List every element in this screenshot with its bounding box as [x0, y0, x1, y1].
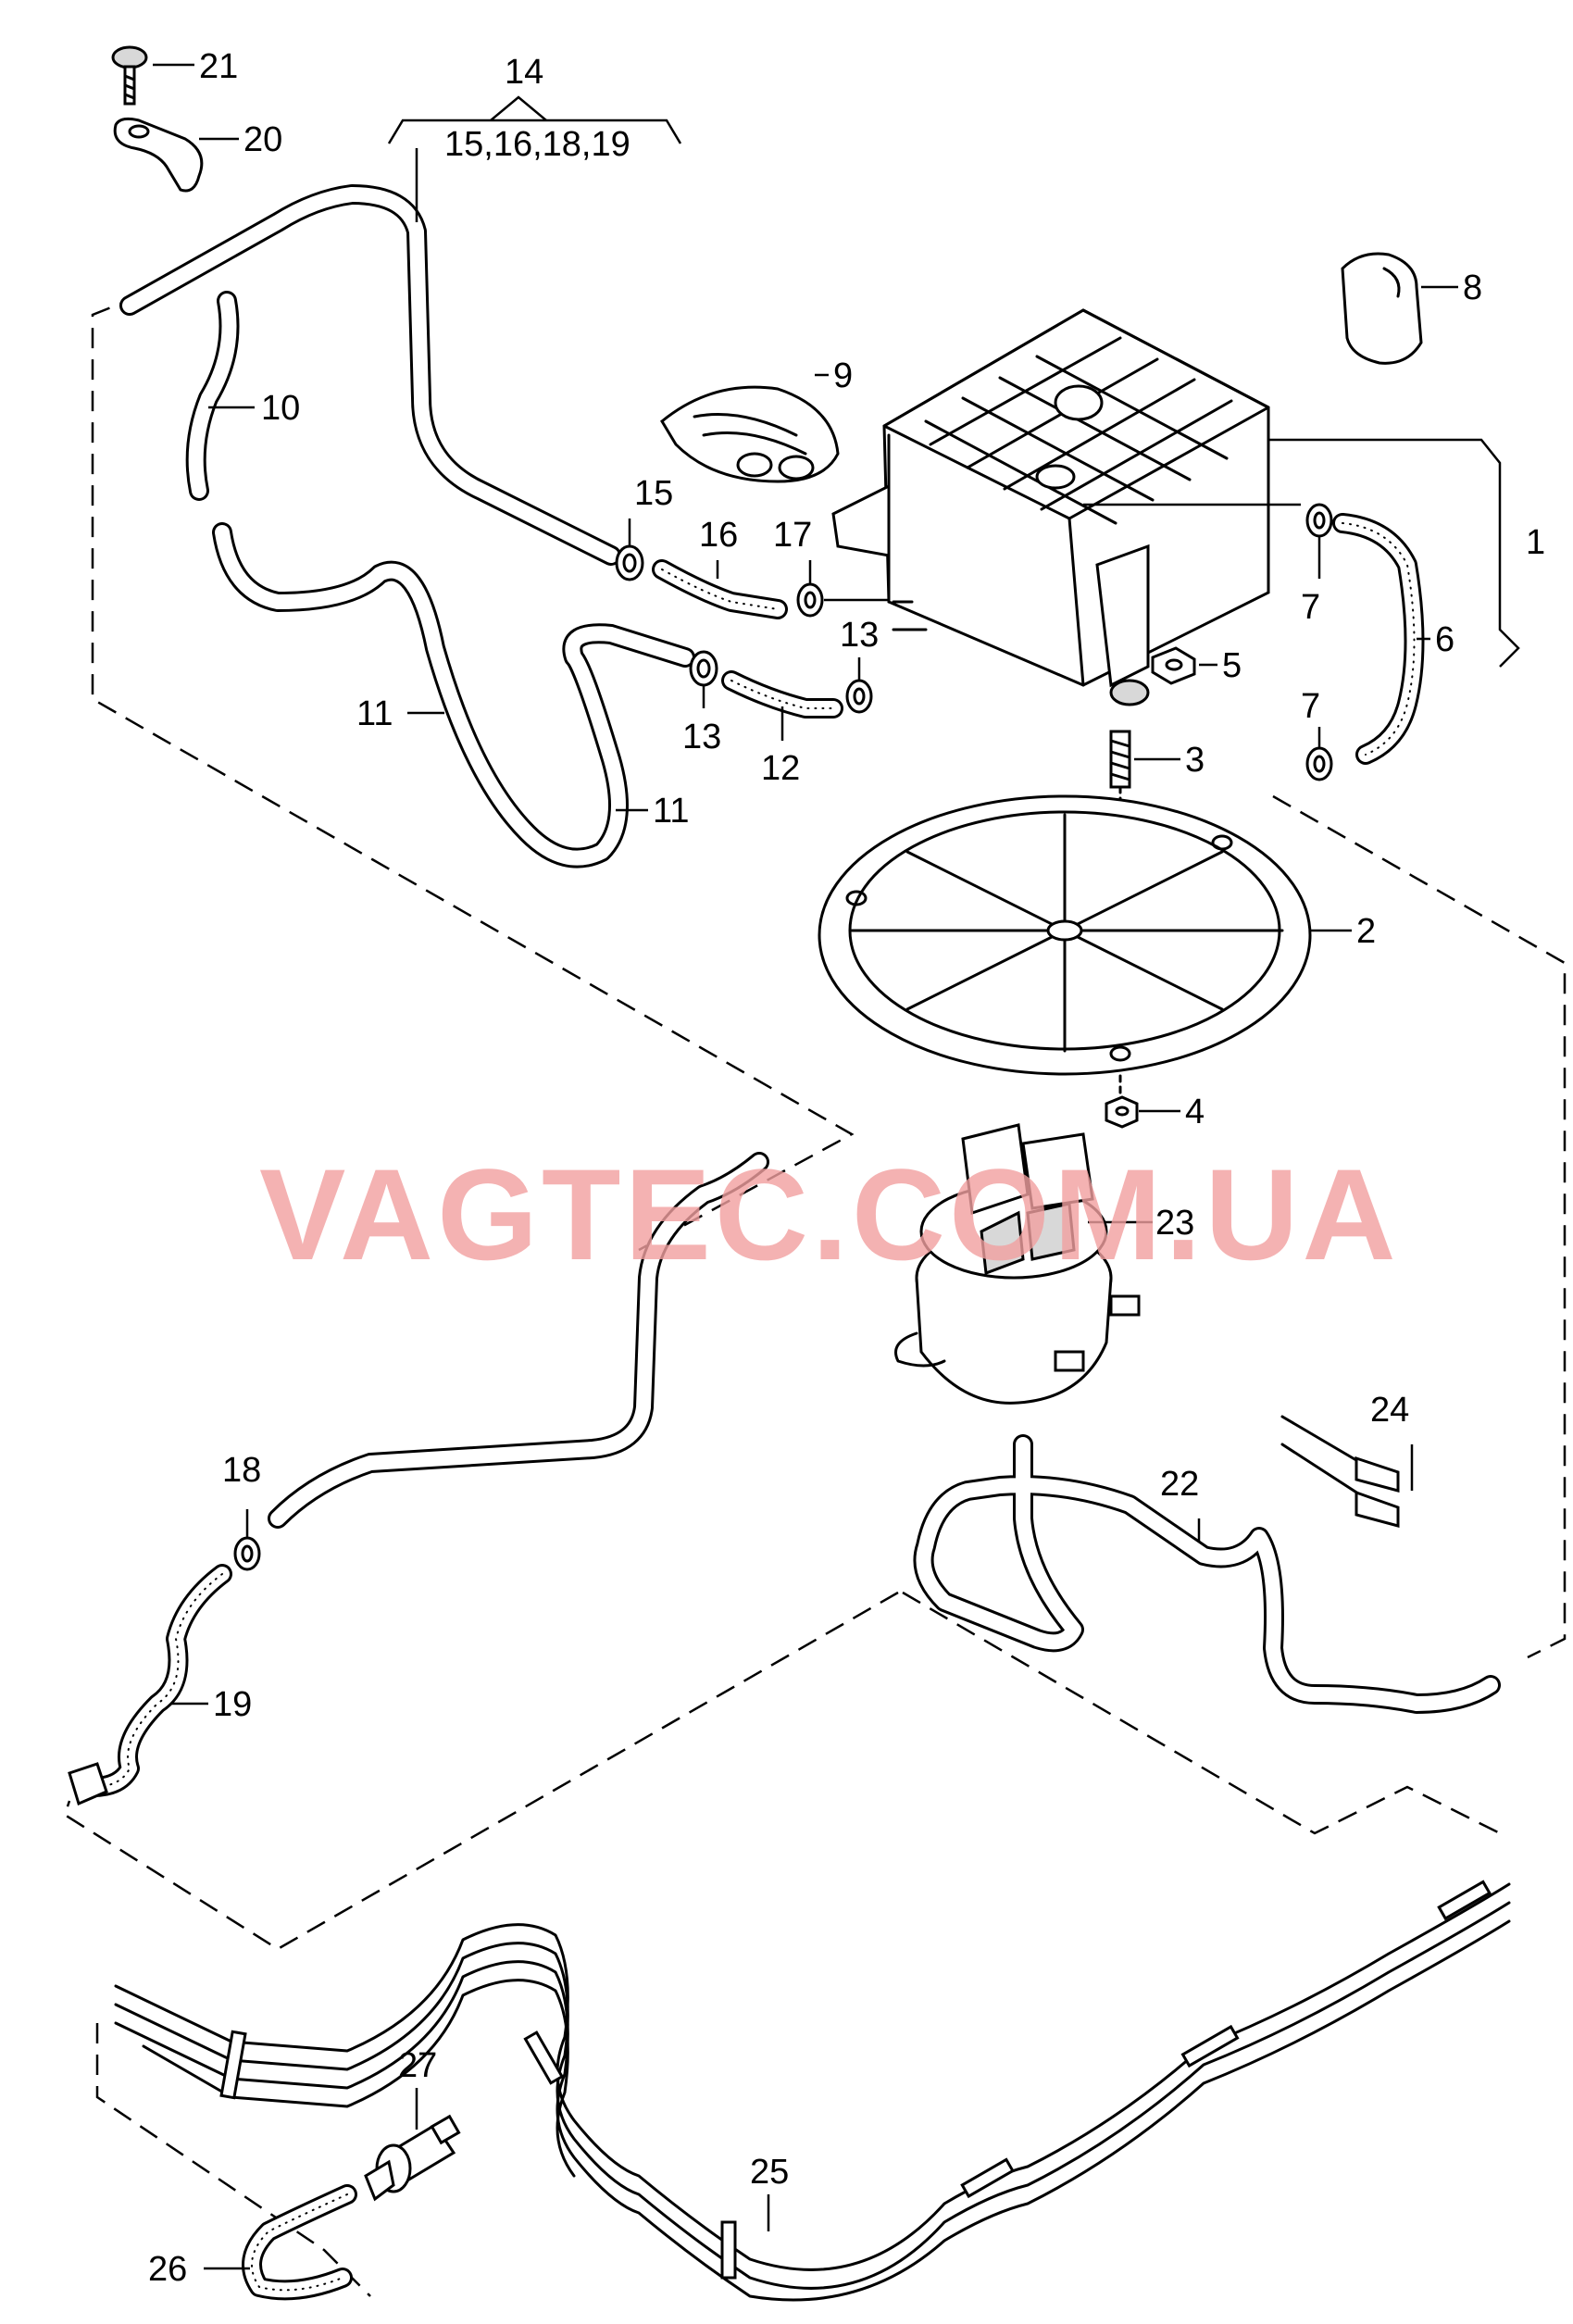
callout-6: 6 — [1435, 620, 1454, 659]
leader-lines — [153, 63, 1520, 2270]
callout-4: 4 — [1185, 1093, 1205, 1131]
callout-19: 19 — [213, 1685, 252, 1724]
part-8-cap — [1341, 252, 1423, 365]
part-1-canister — [831, 308, 1270, 706]
part-16-hose — [652, 559, 788, 619]
callout-13-left: 13 — [682, 718, 721, 756]
callout-21: 21 — [199, 47, 238, 86]
callout-5: 5 — [1222, 646, 1242, 685]
callout-3: 3 — [1185, 741, 1205, 780]
callout-9: 9 — [833, 356, 853, 395]
part-20-holder — [113, 117, 204, 193]
part-19-hose — [68, 1564, 232, 1806]
part-6-hose — [1332, 513, 1425, 765]
part-5-nut — [1151, 646, 1196, 685]
callout-27: 27 — [398, 2046, 437, 2085]
callout-14: 14 — [505, 53, 543, 92]
part-2-bracket — [818, 794, 1312, 1076]
watermark: VAGTEC.COM.UA — [259, 1142, 1400, 1287]
part-18-clamp — [233, 1536, 261, 1571]
callout-2: 2 — [1356, 912, 1376, 951]
part-10-hose — [185, 291, 240, 501]
callout-10: 10 — [261, 389, 300, 428]
callout-22: 22 — [1160, 1465, 1199, 1504]
part-13-clamp-right — [845, 679, 873, 714]
callout-1: 1 — [1526, 523, 1545, 562]
callout-15: 15 — [634, 474, 673, 513]
callout-20: 20 — [243, 120, 282, 159]
part-9-cover — [660, 385, 840, 483]
part-11-hose — [212, 522, 695, 868]
part-21-screw — [111, 45, 148, 106]
callout-25: 25 — [750, 2153, 789, 2192]
callout-11-left: 11 — [356, 694, 393, 733]
callout-labels: 21 20 14 15,16,18,19 10 11 11 15 16 17 1… — [148, 47, 1545, 2289]
part-17-clamp — [796, 582, 824, 618]
part-15-clamp — [615, 544, 644, 581]
part-13-clamp-left — [689, 650, 718, 687]
connecting-hose — [268, 1152, 769, 1529]
part-25-line-bundle — [114, 1880, 1511, 2302]
callout-17: 17 — [773, 516, 812, 555]
part-7-clamp-bottom — [1305, 746, 1333, 781]
part-4-nut — [1105, 1095, 1139, 1129]
callout-14-sub: 15,16,18,19 — [444, 125, 630, 164]
part-26-hose — [242, 2184, 357, 2301]
part-23-valve — [894, 1123, 1141, 1405]
callout-7-top: 7 — [1301, 588, 1320, 627]
part-7-clamp-top — [1305, 503, 1333, 538]
part-14-hose — [119, 184, 621, 566]
part-22-hose — [913, 1434, 1501, 1714]
callout-18: 18 — [222, 1451, 261, 1490]
callout-24: 24 — [1370, 1391, 1409, 1430]
part-24-connectors — [1280, 1415, 1400, 1528]
callout-16: 16 — [699, 516, 738, 555]
callout-23: 23 — [1155, 1204, 1194, 1243]
part-27-valve — [364, 2114, 461, 2202]
callout-13-right: 13 — [840, 616, 879, 655]
callout-12: 12 — [761, 749, 800, 788]
callout-7-bottom: 7 — [1301, 687, 1320, 726]
callout-8: 8 — [1463, 269, 1482, 307]
part-12-hose — [721, 670, 843, 718]
callout-11-right: 11 — [653, 792, 689, 831]
callout-26: 26 — [148, 2250, 187, 2289]
